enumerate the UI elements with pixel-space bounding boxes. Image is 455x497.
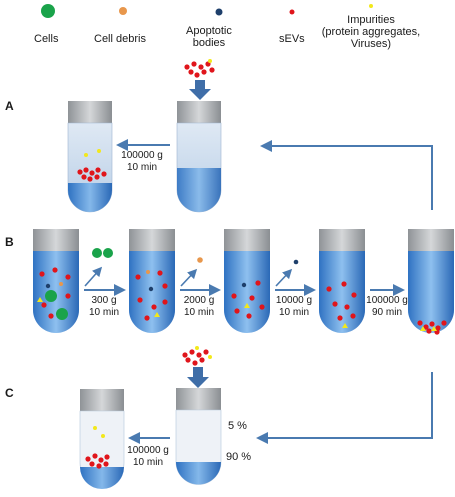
tube-b3 [224, 229, 270, 333]
legend-label-cells: Cells [34, 33, 59, 45]
legend-dot-cell-debris [119, 7, 127, 15]
legend-label-impurities: Impurities(protein aggregates,Viruses) [321, 14, 421, 50]
section-a-input-particles [184, 59, 215, 78]
legend-dot-impurities [369, 4, 373, 8]
section-label-b: B [5, 235, 14, 249]
tube-b1 [33, 229, 79, 333]
gradient-top-label: 5 % [228, 420, 247, 432]
connector-b-to-c [256, 372, 433, 444]
tube-a-sample [176, 101, 222, 213]
legend-dot-apoptotic-bodies [215, 8, 223, 16]
legend-label-sevs: sEVs [279, 33, 305, 45]
section-c-input-arrow [187, 367, 209, 388]
legend-label-cell-debris: Cell debris [94, 33, 146, 45]
step-arrows-b [84, 248, 405, 296]
section-a-input-arrow [189, 80, 211, 100]
section-c-input-particles [182, 346, 212, 366]
tube-b2 [129, 229, 175, 333]
tube-b5 [408, 229, 454, 335]
tube-b4 [319, 229, 365, 333]
tube-c-gradient [175, 388, 222, 485]
gradient-bottom-label: 90 % [226, 451, 252, 463]
legend [41, 4, 373, 18]
connector-b-to-a [260, 140, 433, 210]
legend-dot-cells [41, 4, 55, 18]
tube-a-result [67, 101, 113, 213]
section-label-a: A [5, 99, 14, 113]
section-label-c: C [5, 386, 14, 400]
tube-c-result [79, 389, 125, 489]
legend-dot-sevs [289, 9, 295, 15]
